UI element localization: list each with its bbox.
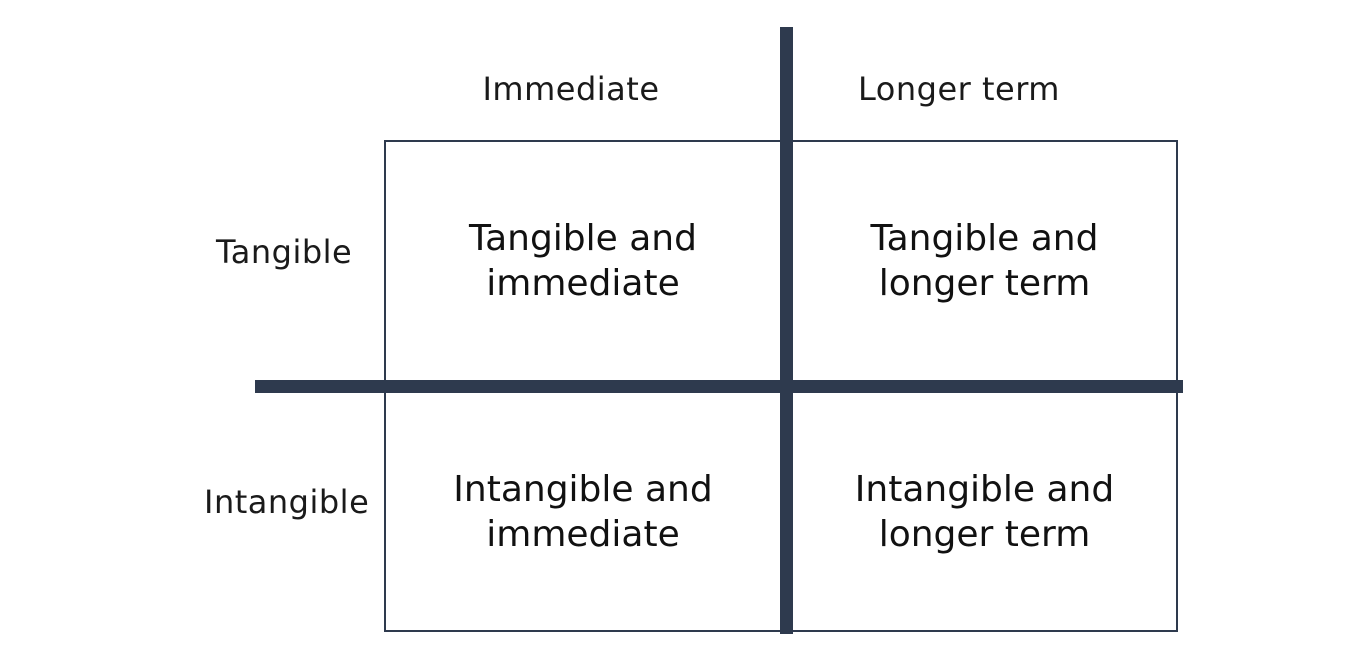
quadrant-intangible-immediate: Intangible and immediate (453, 468, 713, 555)
quadrant-tangible-immediate: Tangible and immediate (469, 218, 697, 304)
quadrant-intangible-longer-term: Intangible and longer term (854, 468, 1115, 555)
horizontal-axis-divider (255, 380, 1183, 393)
column-label-immediate: Immediate (482, 70, 660, 108)
row-label-tangible: Tangible (216, 233, 353, 271)
vertical-axis-divider (780, 27, 793, 634)
quadrant-tangible-longer-term: Tangible and longer term (870, 218, 1099, 304)
column-label-longer-term: Longer term (858, 70, 1060, 108)
row-label-intangible: Intangible (204, 483, 370, 521)
